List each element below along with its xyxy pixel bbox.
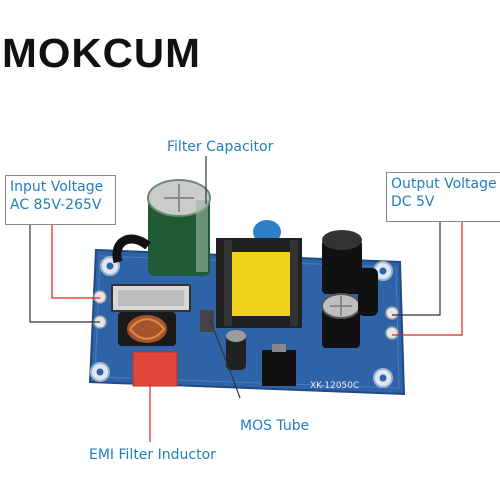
- mos-tube: [262, 350, 296, 386]
- emi-filter-inductor-label: EMI Filter Inductor: [89, 447, 216, 463]
- input-voltage-box: Input Voltage AC 85V-265V: [5, 175, 116, 225]
- leader-lines-black: [29, 156, 441, 399]
- filter-capacitor-label: Filter Capacitor: [167, 139, 274, 155]
- mos-tube-label: MOS Tube: [240, 418, 310, 434]
- output-voltage-box: Output Voltage DC 5V: [386, 172, 500, 222]
- silkscreen-model: XK-12050C: [310, 381, 359, 391]
- output-voltage-line2: DC 5V: [391, 194, 435, 210]
- output-capacitors: [321, 230, 362, 348]
- transformer: [216, 238, 302, 328]
- brand-logo: MOKCUM: [2, 30, 201, 76]
- input-voltage-line2: AC 85V-265V: [10, 197, 102, 213]
- x-capacitor: [132, 351, 178, 387]
- filter-capacitor: [147, 179, 211, 276]
- leader-lines-red: [51, 218, 463, 442]
- input-voltage-line1: Input Voltage: [10, 179, 104, 195]
- output-voltage-line1: Output Voltage: [391, 176, 497, 192]
- emi-inductor: [118, 312, 176, 346]
